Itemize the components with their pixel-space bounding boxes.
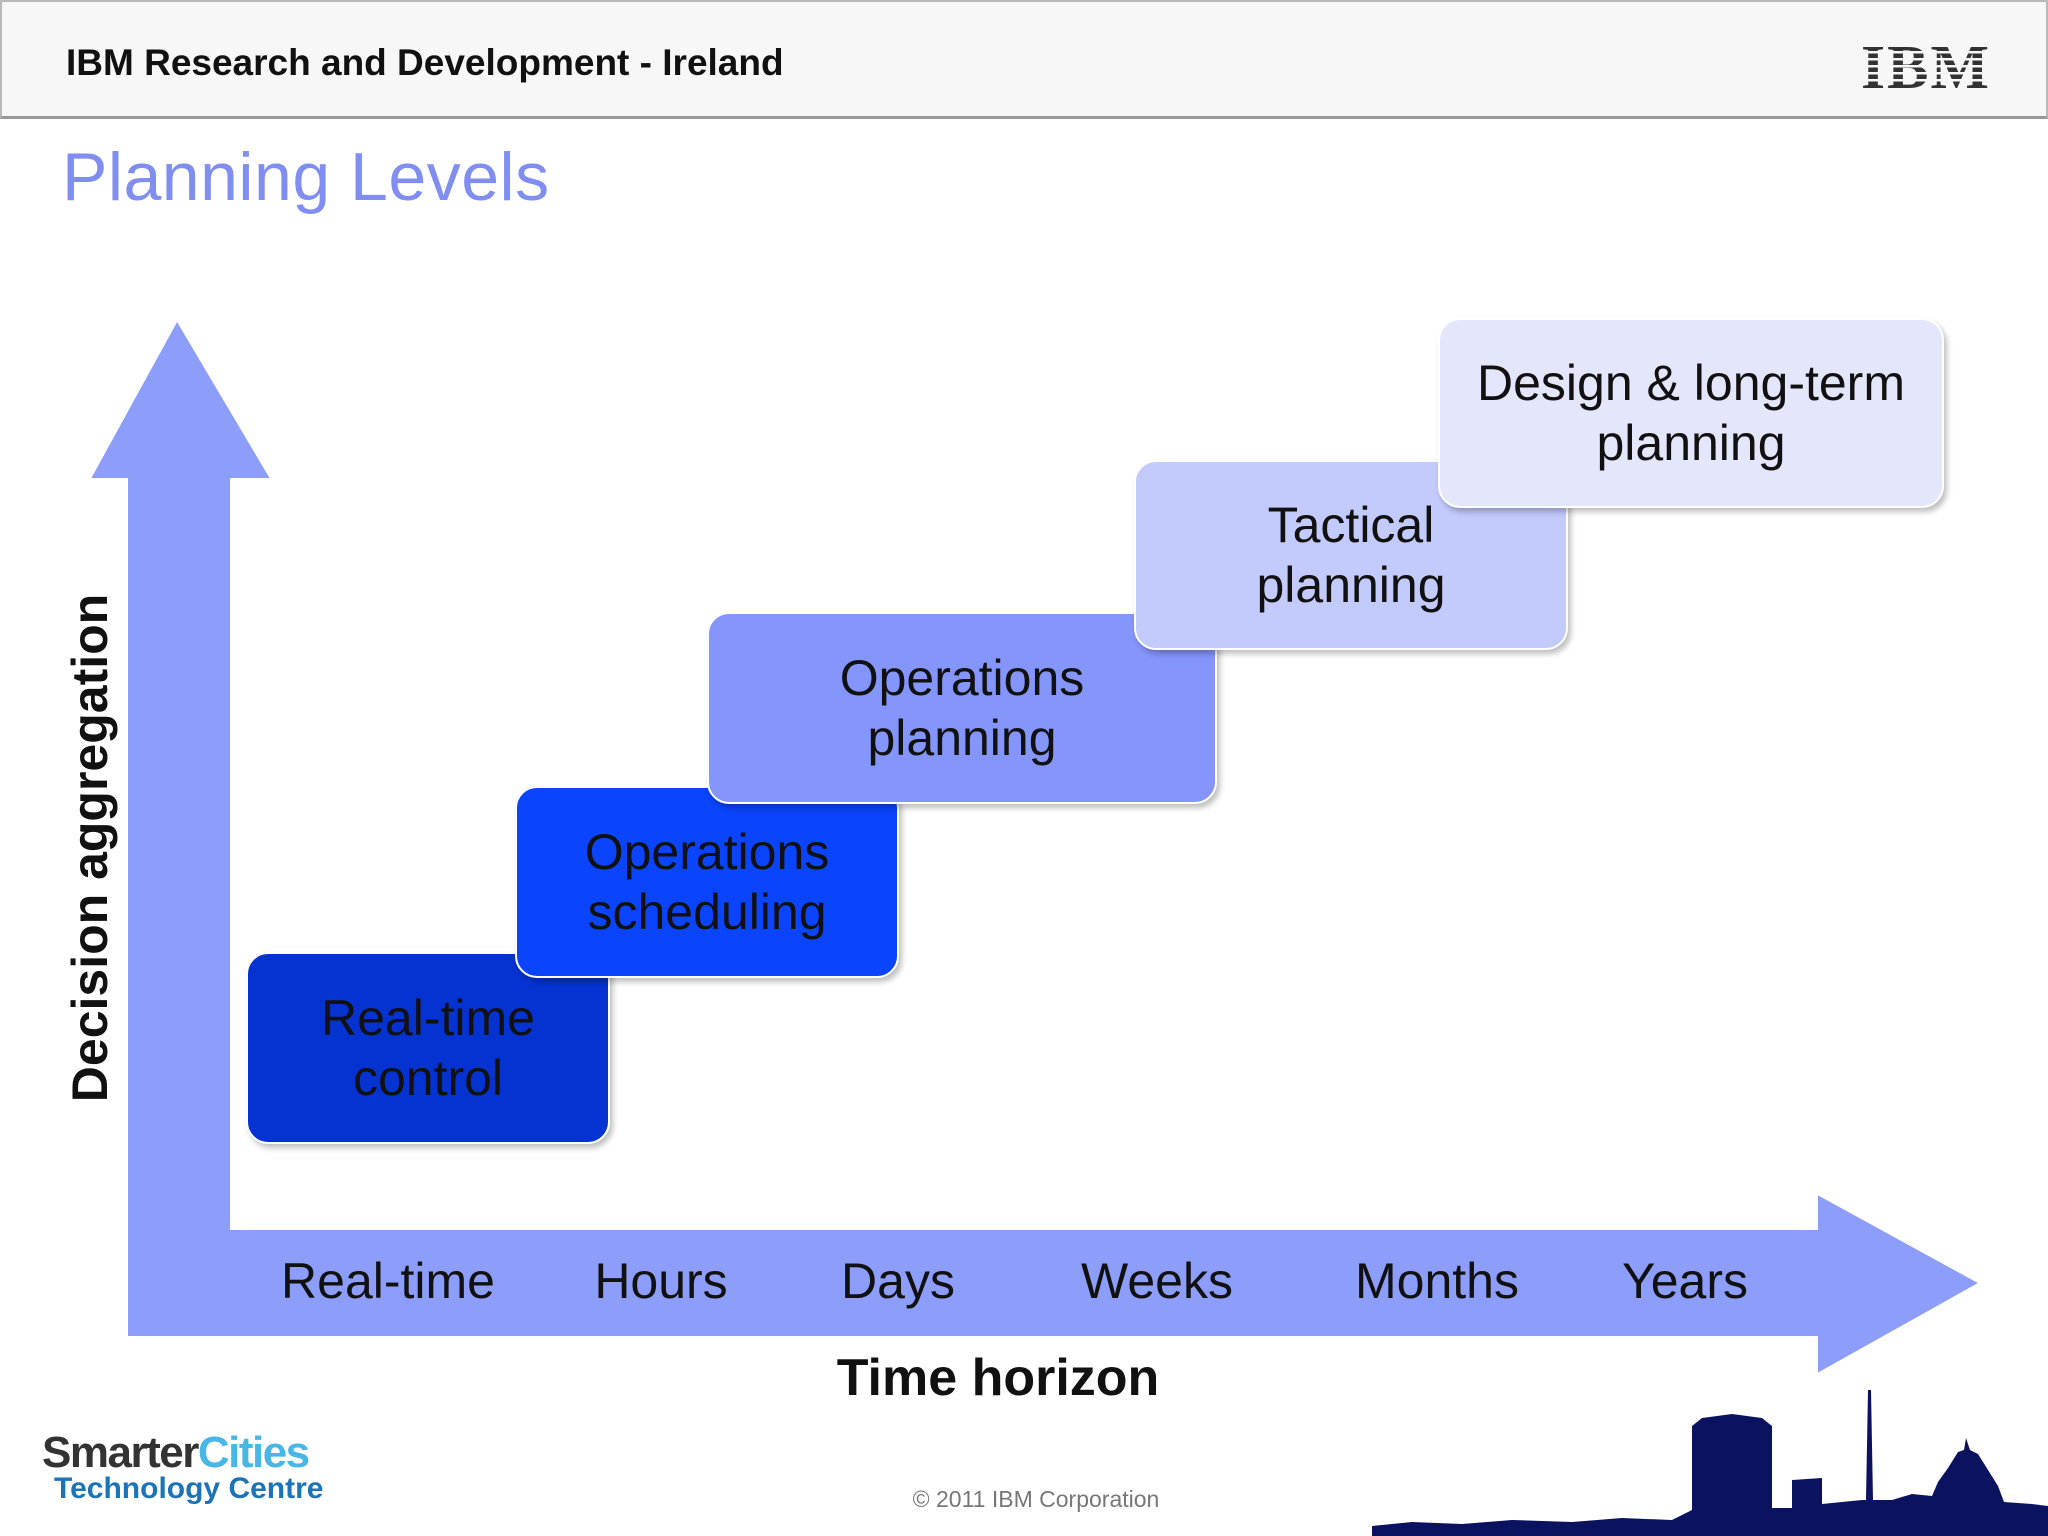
tick-days: Days [841,1253,955,1309]
technology-centre-label: Technology Centre [54,1472,324,1505]
copyright-text: © 2011 IBM Corporation [912,1486,1160,1512]
smarter-cities-logo: SmarterCities [42,1428,310,1477]
slide-title: Planning Levels [62,139,550,215]
header-bar: IBM Research and Development - Ireland I… [0,0,2048,119]
tick-years: Years [1621,1253,1749,1309]
x-axis-label: Time horizon [836,1349,1160,1407]
header-title: IBM Research and Development - Ireland [66,42,784,83]
tick-hours: Hours [594,1253,728,1309]
tick-real-time: Real-time [281,1253,495,1309]
city-skyline-graphic [1372,1390,2048,1536]
axes-shape [84,313,1987,1380]
tick-months: Months [1355,1253,1519,1309]
ibm-logo: IBM [1858,38,1994,94]
tick-weeks: Weeks [1081,1253,1233,1309]
